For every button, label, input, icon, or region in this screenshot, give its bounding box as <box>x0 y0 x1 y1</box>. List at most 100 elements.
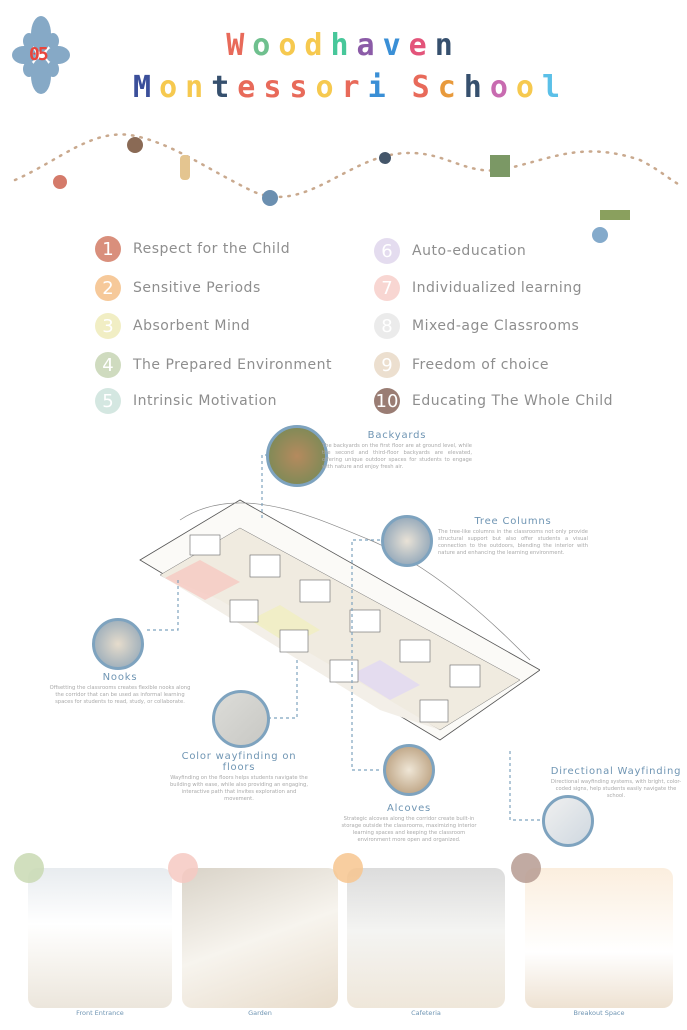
principle-item: 8 Mixed-age Classrooms <box>374 313 579 339</box>
principle-item: 4 The Prepared Environment <box>95 352 332 378</box>
title-letter: l <box>541 70 568 105</box>
space-color-dot <box>333 853 363 883</box>
principle-number: 9 <box>374 352 400 378</box>
principle-label: Freedom of choice <box>412 357 550 373</box>
title-letter: n <box>434 28 461 63</box>
title-letter: d <box>304 28 331 63</box>
title-letter: o <box>515 70 542 105</box>
principle-number: 5 <box>95 388 121 414</box>
callout-title: Directional Wayfinding <box>550 766 682 777</box>
principle-item: 5 Intrinsic Motivation <box>95 388 277 414</box>
title-letter: e <box>408 28 435 63</box>
principle-label: Educating The Whole Child <box>412 393 614 409</box>
callout-title: Tree Columns <box>474 516 552 527</box>
title-letter: S <box>411 70 438 105</box>
space-illustration <box>182 868 338 1008</box>
principle-label: Auto-education <box>412 243 527 259</box>
tree-columns-photo <box>381 515 433 567</box>
principle-label: The Prepared Environment <box>133 357 333 373</box>
space-color-dot <box>14 853 44 883</box>
title-letter: i <box>367 70 394 105</box>
principle-number: 2 <box>95 275 121 301</box>
callout-tree-columns: Tree Columns The tree-like columns in th… <box>438 516 588 557</box>
pink-floor-wayfinding <box>165 560 240 600</box>
title-letter: o <box>278 28 305 63</box>
title-letter: o <box>159 70 186 105</box>
principle-label: Individualized learning <box>412 280 582 296</box>
title-letter: o <box>315 70 342 105</box>
title-line-2: Montessori School <box>0 70 687 105</box>
principle-number: 4 <box>95 352 121 378</box>
callout-text: Wayfinding on the floors helps students … <box>169 775 309 802</box>
principle-number: 8 <box>374 313 400 339</box>
callout-text: Offsetting the classrooms creates flexib… <box>49 685 191 705</box>
principle-label: Intrinsic Motivation <box>133 393 278 409</box>
space-caption: Breakout Space <box>573 1009 625 1017</box>
callout-backyards: Backyards The backyards on the first flo… <box>322 430 472 471</box>
space-illustration <box>28 868 172 1008</box>
title-letter: W <box>226 28 253 63</box>
title-letter: c <box>437 70 464 105</box>
callout-alcoves: Alcoves Strategic alcoves along the corr… <box>338 803 480 844</box>
callout-title: Color wayfinding on floors <box>181 751 297 773</box>
title-letter: n <box>185 70 212 105</box>
space-caption: Garden <box>248 1009 272 1017</box>
principle-item: 10 Educating The Whole Child <box>374 388 613 414</box>
floor-wayfinding-photo <box>212 690 270 748</box>
space-illustration <box>525 868 673 1008</box>
principle-item: 6 Auto-education <box>374 238 526 264</box>
space-illustration <box>347 868 505 1008</box>
space-caption: Front Entrance <box>76 1009 124 1017</box>
title-letter: o <box>252 28 279 63</box>
space-caption: Cafeteria <box>411 1009 441 1017</box>
children-path-illustration <box>13 133 682 243</box>
principle-item: 2 Sensitive Periods <box>95 275 261 301</box>
principle-label: Mixed-age Classrooms <box>412 318 580 334</box>
principle-label: Sensitive Periods <box>133 280 261 296</box>
directional-sign-photo <box>542 795 594 847</box>
purple-floor-wayfinding <box>350 660 420 700</box>
isometric-floorplan-illustration <box>139 499 540 741</box>
callout-text: The backyards on the first floor are at … <box>322 443 472 470</box>
principle-label: Respect for the Child <box>133 241 291 257</box>
callout-color-wayfinding: Color wayfinding on floors Wayfinding on… <box>168 751 310 803</box>
title-letter: s <box>289 70 316 105</box>
space-color-dot <box>511 853 541 883</box>
title-letter: M <box>133 70 160 105</box>
callout-directional-wayfinding: Directional Wayfinding Directional wayfi… <box>550 766 682 800</box>
title-letter: s <box>263 70 290 105</box>
callout-title: Nooks <box>102 672 138 683</box>
title-letter: h <box>330 28 357 63</box>
flower-badge: 05 <box>12 14 70 96</box>
child-figures <box>53 137 630 243</box>
principle-number: 3 <box>95 313 121 339</box>
title-letter: h <box>463 70 490 105</box>
callout-title: Backyards <box>367 430 427 441</box>
principle-number: 6 <box>374 238 400 264</box>
principle-label: Absorbent Mind <box>133 318 251 334</box>
principle-number: 10 <box>374 388 400 414</box>
backyards-photo <box>266 425 328 487</box>
title-letter: v <box>382 28 409 63</box>
nooks-photo <box>92 618 144 670</box>
alcoves-photo <box>383 744 435 796</box>
title-letter: a <box>356 28 383 63</box>
title-letter: e <box>237 70 264 105</box>
space-color-dot <box>168 853 198 883</box>
callout-text: The tree-like columns in the classrooms … <box>438 529 588 556</box>
title-line-1: Woodhaven <box>0 28 687 63</box>
principle-number: 1 <box>95 236 121 262</box>
principle-item: 1 Respect for the Child <box>95 236 290 262</box>
callout-text: Strategic alcoves along the corridor cre… <box>341 816 477 843</box>
title-letter: t <box>211 70 238 105</box>
principle-item: 3 Absorbent Mind <box>95 313 250 339</box>
title-letter: r <box>341 70 368 105</box>
title-letter: o <box>489 70 516 105</box>
callout-text: Directional wayfinding systems, with bri… <box>550 779 682 799</box>
principle-item: 9 Freedom of choice <box>374 352 549 378</box>
flower-icon <box>12 16 70 94</box>
callout-nooks: Nooks Offsetting the classrooms creates … <box>48 672 192 706</box>
callout-title: Alcoves <box>386 803 432 814</box>
badge-number: 05 <box>29 44 49 65</box>
